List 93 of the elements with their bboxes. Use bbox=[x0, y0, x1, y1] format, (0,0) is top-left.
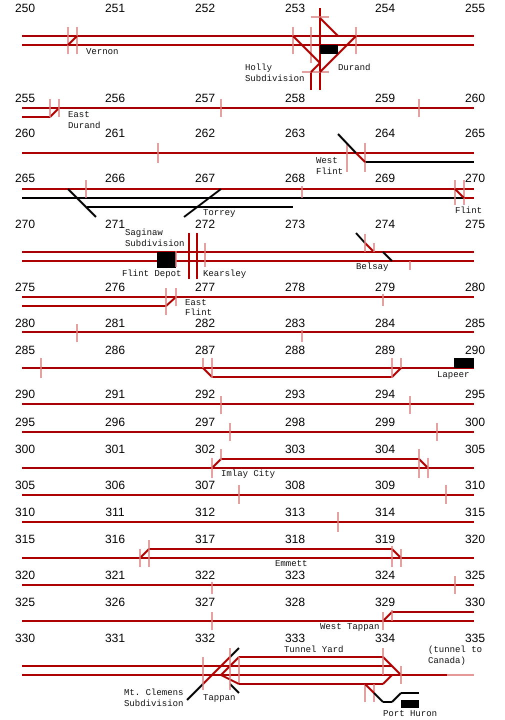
milepost-number: 285 bbox=[14, 344, 36, 356]
milepost-number: 319 bbox=[374, 532, 396, 546]
milepost-number: 286 bbox=[104, 344, 126, 356]
milepost-number: 265 bbox=[14, 172, 36, 184]
milepost-number: 329 bbox=[374, 596, 396, 608]
milepost-number: 333 bbox=[284, 632, 306, 644]
milepost-number: 274 bbox=[374, 218, 396, 230]
milepost-number: 332 bbox=[194, 632, 216, 644]
station-name: Kearsley bbox=[203, 269, 246, 280]
milepost-number: 275 bbox=[464, 218, 486, 230]
milepost-number: 325 bbox=[464, 568, 486, 582]
milepost-number: 250 bbox=[14, 2, 36, 14]
milepost-number: 272 bbox=[194, 218, 216, 230]
milepost-number: 315 bbox=[14, 532, 36, 546]
milepost-number: 255 bbox=[14, 92, 36, 104]
milepost-number: 312 bbox=[194, 506, 216, 518]
milepost-number: 327 bbox=[194, 596, 216, 608]
milepost-number: 288 bbox=[284, 344, 306, 356]
station-name: Durand bbox=[338, 63, 370, 74]
milepost-number: 264 bbox=[374, 126, 396, 140]
milepost-number: 303 bbox=[284, 442, 306, 456]
milepost-number: 325 bbox=[14, 596, 36, 608]
milepost-number: 335 bbox=[464, 632, 486, 644]
milepost-number: 305 bbox=[464, 442, 486, 456]
milepost-number: 255 bbox=[464, 2, 486, 14]
milepost-number: 290 bbox=[464, 344, 486, 356]
milepost-number: 320 bbox=[464, 532, 486, 546]
station-name: Flint Depot bbox=[122, 269, 182, 280]
milepost-number: 300 bbox=[464, 416, 486, 428]
station-name: Imlay City bbox=[221, 469, 276, 480]
milepost-number: 275 bbox=[14, 280, 36, 294]
milepost-number: 252 bbox=[194, 2, 216, 14]
milepost-number: 297 bbox=[194, 416, 216, 428]
milepost-number: 328 bbox=[284, 596, 306, 608]
milepost-number: 270 bbox=[14, 218, 36, 230]
milepost-number: 302 bbox=[194, 442, 216, 456]
milepost-number: 260 bbox=[464, 92, 486, 104]
milepost-number: 261 bbox=[104, 126, 126, 140]
milepost-number: 285 bbox=[464, 316, 486, 330]
milepost-number: 316 bbox=[104, 532, 126, 546]
milepost-number: 260 bbox=[14, 126, 36, 140]
milepost-number: 298 bbox=[284, 416, 306, 428]
milepost-number: 310 bbox=[14, 506, 36, 518]
milepost-number: 331 bbox=[104, 632, 126, 644]
milepost-number: 301 bbox=[104, 442, 126, 456]
milepost-number: 306 bbox=[104, 478, 126, 492]
milepost-number: 320 bbox=[14, 568, 36, 582]
milepost-number: 304 bbox=[374, 442, 396, 456]
milepost-number: 265 bbox=[464, 126, 486, 140]
milepost-number: 289 bbox=[374, 344, 396, 356]
milepost-number: 290 bbox=[14, 388, 36, 400]
milepost-number: 313 bbox=[284, 506, 306, 518]
milepost-number: 305 bbox=[14, 478, 36, 492]
milepost-number: 296 bbox=[104, 416, 126, 428]
milepost-number: 318 bbox=[284, 532, 306, 546]
milepost-number: 270 bbox=[464, 172, 486, 184]
milepost-number: 315 bbox=[464, 506, 486, 518]
milepost-number: 300 bbox=[14, 442, 36, 456]
milepost-number: 311 bbox=[105, 506, 125, 518]
rail-line-name: Holly Subdivision bbox=[245, 63, 306, 85]
milepost-number: 307 bbox=[194, 478, 216, 492]
yard-name: Tunnel Yard bbox=[284, 645, 344, 656]
milepost-number: 271 bbox=[104, 218, 126, 230]
milepost-number: 330 bbox=[14, 632, 36, 644]
milepost-number: 310 bbox=[464, 478, 486, 492]
milepost-number: 263 bbox=[284, 126, 306, 140]
milepost-number: 262 bbox=[194, 126, 216, 140]
milepost-number: 295 bbox=[14, 416, 36, 428]
station-name: Vernon bbox=[86, 47, 118, 58]
milepost-number: 317 bbox=[194, 532, 216, 546]
milepost-number: 287 bbox=[194, 344, 216, 356]
milepost-number: 299 bbox=[374, 416, 396, 428]
milepost-number: 254 bbox=[374, 2, 396, 14]
milepost-number: 308 bbox=[284, 478, 306, 492]
milepost-number: 280 bbox=[464, 280, 486, 294]
station-name: West Flint bbox=[316, 156, 344, 178]
milepost-number: 273 bbox=[284, 218, 306, 230]
station-name: Belsay bbox=[356, 262, 388, 273]
station-name: Tappan bbox=[203, 693, 236, 704]
milepost-number: 251 bbox=[104, 2, 126, 14]
station-name: Emmett bbox=[275, 559, 308, 570]
milepost-number: 330 bbox=[464, 596, 486, 608]
milepost-number: 280 bbox=[14, 316, 36, 330]
milepost-number: 326 bbox=[104, 596, 126, 608]
milepost-number: 309 bbox=[374, 478, 396, 492]
milepost-number: 314 bbox=[374, 506, 396, 518]
note-text: (tunnel to Canada) bbox=[428, 645, 483, 667]
station-name: Port Huron bbox=[383, 709, 438, 720]
milepost-number: 334 bbox=[374, 632, 396, 644]
rail-line-name: Mt. Clemens Subdivision bbox=[124, 688, 184, 710]
milepost-number: 295 bbox=[464, 388, 486, 400]
rail-line-name: Saginaw Subdivision bbox=[125, 228, 186, 250]
milepost-number: 253 bbox=[284, 2, 306, 14]
